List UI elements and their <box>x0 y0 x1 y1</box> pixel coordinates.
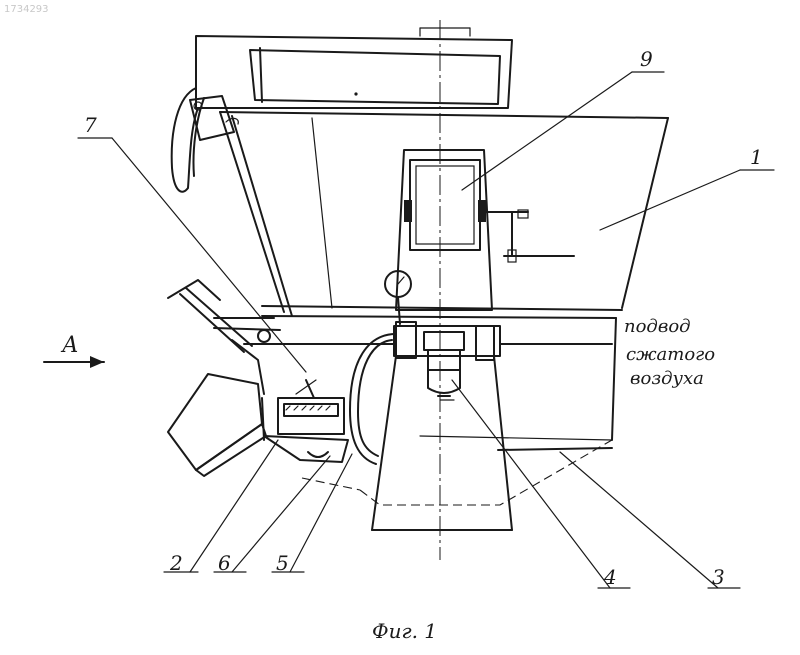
callout-6: 5 <box>276 551 289 575</box>
top-housing <box>196 28 512 108</box>
annotation-line-2: сжатого <box>626 344 715 365</box>
callout-2: 2 <box>169 551 183 575</box>
view-label: А <box>60 333 79 358</box>
air-supply-annotation: подвод сжатого воздуха <box>624 316 715 389</box>
callout-3: 7 <box>84 113 97 137</box>
view-arrow-a: А <box>44 333 104 368</box>
figure-caption: Фиг. 1 <box>372 619 437 643</box>
lid-handle <box>172 88 234 192</box>
callout-9: 9 <box>640 47 653 71</box>
annotation-line-3: воздуха <box>630 368 704 389</box>
callout-4: 3 <box>712 565 725 589</box>
document-number: 1734293 <box>4 4 49 15</box>
valve-block <box>394 322 612 370</box>
callout-7: 6 <box>218 551 231 575</box>
tank-body <box>220 112 668 450</box>
side-box <box>168 374 266 476</box>
callout-5: 4 <box>603 565 617 589</box>
filter-unit <box>262 380 348 462</box>
callout-1: 1 <box>750 145 763 169</box>
central-column <box>372 356 512 530</box>
annotation-line-1: подвод <box>624 316 691 337</box>
